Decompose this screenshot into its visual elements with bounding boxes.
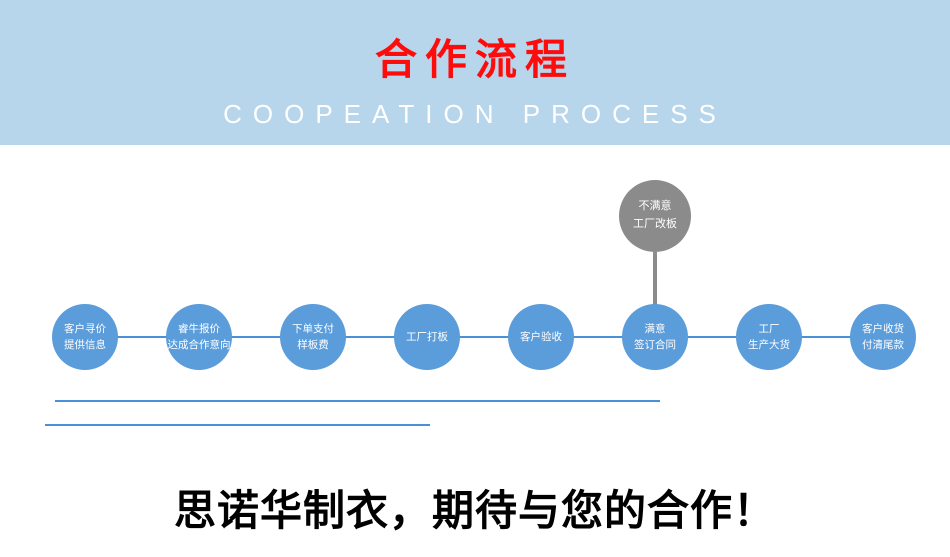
slogan-text: 思诺华制衣，期待与您的合作！: [173, 486, 776, 534]
flow-step-label: 提供信息: [64, 339, 106, 351]
flow-step-3: 下单支付样板费: [280, 304, 346, 370]
flow-step-label: 满意: [644, 322, 666, 335]
flow-step-label: 工厂打板: [406, 330, 448, 343]
header-banner: 合作流程 COOPEATION PROCESS: [0, 0, 950, 145]
flow-connector-line: [85, 336, 883, 338]
flow-step-6: 满意签订合同: [622, 304, 688, 370]
flow-step-label: 客户寻价: [64, 322, 106, 335]
flow-step-2: 睿牛报价达成合作意向: [166, 304, 232, 370]
flow-step-label: 客户收货: [862, 322, 904, 335]
process-flow-diagram: 不满意工厂改板 客户寻价提供信息睿牛报价达成合作意向下单支付样板费工厂打板客户验…: [0, 145, 950, 457]
page-subtitle: COOPEATION PROCESS: [223, 99, 727, 129]
flow-step-label: 客户验收: [520, 330, 562, 343]
flow-step-8: 客户收货付清尾款: [850, 304, 916, 370]
flow-step-4: 工厂打板: [394, 304, 460, 370]
flow-step-label: 下单支付: [292, 322, 334, 335]
branch-node-label: 不满意: [638, 200, 672, 213]
decoration-line-1: [55, 400, 660, 402]
flow-step-label: 生产大货: [748, 339, 790, 351]
flow-step-label: 付清尾款: [862, 339, 904, 351]
flow-step-5: 客户验收: [508, 304, 574, 370]
page-title: 合作流程: [374, 36, 575, 83]
flow-step-label: 样板费: [297, 339, 329, 351]
decoration-line-2: [45, 424, 430, 426]
flow-step-1: 客户寻价提供信息: [52, 304, 118, 370]
flow-step-label: 达成合作意向: [167, 339, 231, 351]
branch-node-label: 工厂改板: [633, 218, 677, 230]
flow-row: 客户寻价提供信息睿牛报价达成合作意向下单支付样板费工厂打板客户验收满意签订合同工…: [0, 145, 950, 457]
footer: 思诺华制衣，期待与您的合作！: [0, 457, 950, 557]
flow-step-label: 睿牛报价: [178, 322, 220, 335]
flow-step-label: 工厂: [758, 322, 780, 335]
flow-step-label: 签订合同: [634, 339, 676, 351]
flow-step-7: 工厂生产大货: [736, 304, 802, 370]
branch-connector-line: [653, 252, 657, 305]
dissatisfied-node: 不满意工厂改板: [619, 180, 691, 252]
